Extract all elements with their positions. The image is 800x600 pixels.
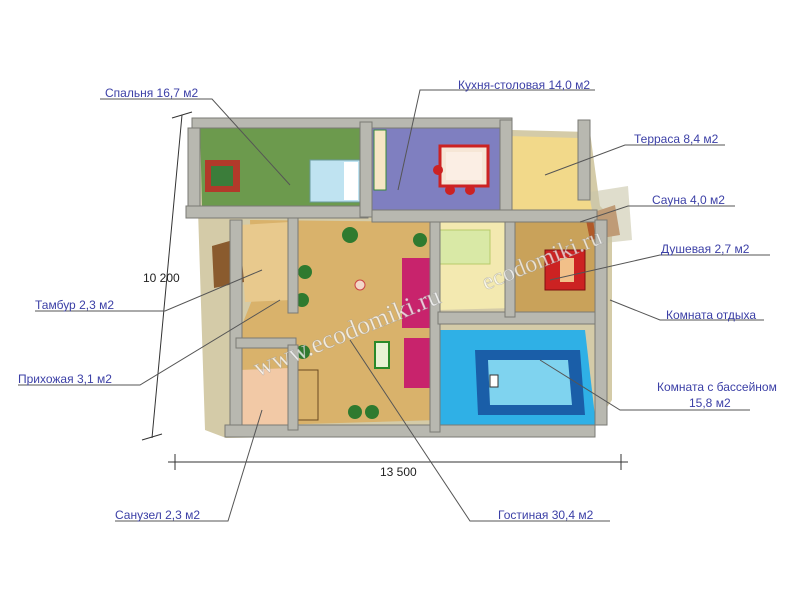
dimension-width: 13 500 bbox=[380, 465, 417, 479]
label-living-room: Гостиная 30,4 м2 bbox=[498, 508, 594, 522]
label-kitchen: Кухня-столовая 14,0 м2 bbox=[458, 78, 591, 92]
label-terrace: Терраса 8,4 м2 bbox=[634, 132, 719, 146]
walls bbox=[185, 117, 608, 438]
terrace-floor bbox=[508, 136, 592, 212]
leader-lines bbox=[18, 89, 770, 522]
label-vestibule: Тамбур 2,3 м2 bbox=[35, 298, 115, 312]
label-bedroom: Спальня 16,7 м2 bbox=[105, 86, 199, 100]
rug-2 bbox=[404, 338, 430, 388]
dimension-lines bbox=[141, 111, 628, 470]
label-shower: Душевая 2,7 м2 bbox=[661, 242, 750, 256]
rug-1 bbox=[402, 258, 430, 328]
vestibule-floor bbox=[240, 222, 292, 302]
label-pool-room: Комната с бассейном bbox=[657, 380, 777, 394]
label-rest-room: Комната отдыха bbox=[666, 308, 756, 322]
floor-plan-body bbox=[192, 118, 632, 438]
label-hallway: Прихожая 3,1 м2 bbox=[18, 372, 112, 386]
label-bathroom: Санузел 2,3 м2 bbox=[115, 508, 201, 522]
label-pool-area: 15,8 м2 bbox=[689, 396, 731, 410]
label-sauna: Сауна 4,0 м2 bbox=[652, 193, 725, 207]
bathroom-floor bbox=[238, 368, 292, 428]
dimension-height: 10 200 bbox=[143, 271, 180, 285]
pool-water bbox=[488, 360, 572, 405]
